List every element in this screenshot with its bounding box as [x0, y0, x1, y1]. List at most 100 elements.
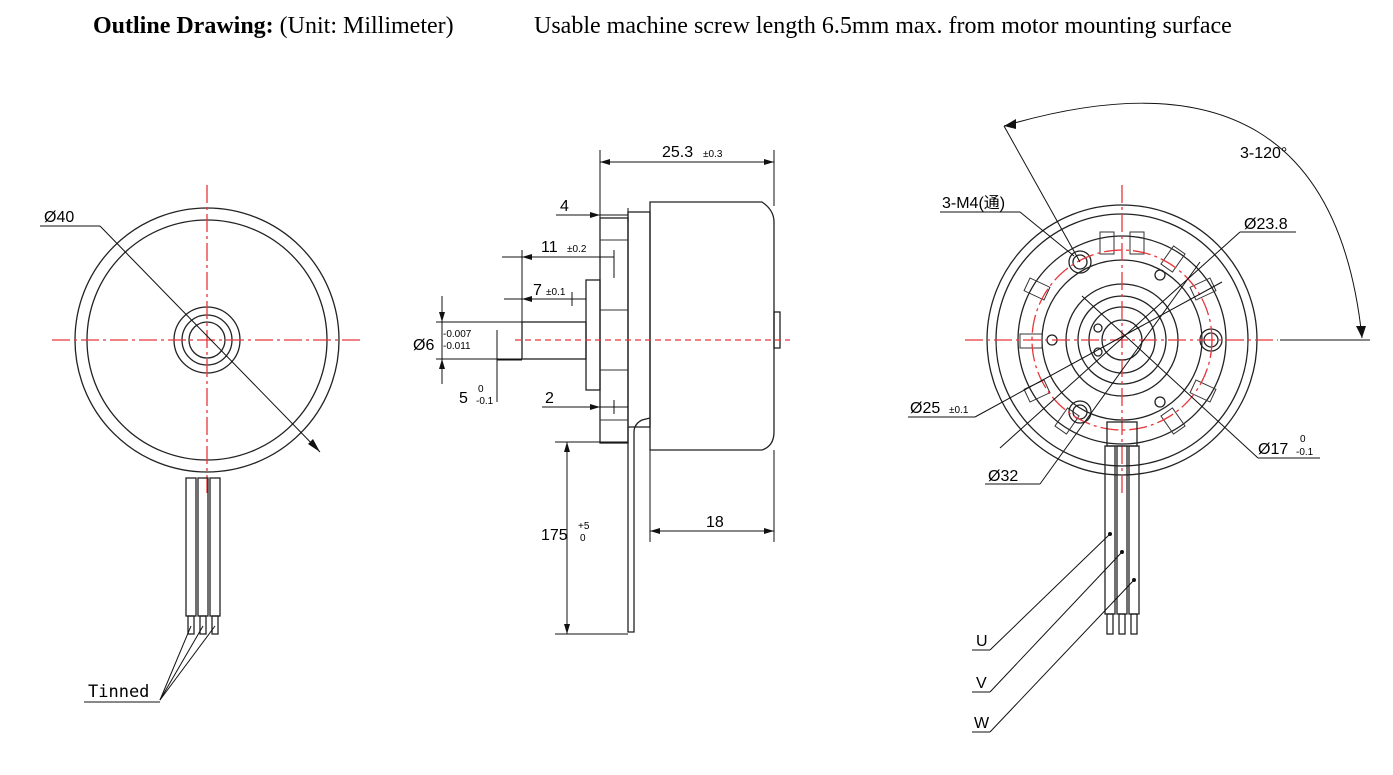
mount-hole-1	[1068, 250, 1092, 274]
dim-6-arrow-bottom	[439, 359, 445, 369]
stator-slot-2	[1129, 231, 1145, 255]
dim-175-tol-upper: +5	[578, 521, 590, 532]
dim-4-value: 4	[560, 198, 569, 215]
dim-175-value: 175	[541, 527, 568, 544]
dia-23-8-leader	[999, 231, 1241, 449]
dim-175-arrow-top	[564, 442, 570, 452]
dim-11-tol: ±0.2	[567, 244, 587, 255]
stator-slot-8	[1019, 333, 1043, 349]
wire-w-dot	[1132, 578, 1136, 582]
stator-slot-1	[1099, 231, 1115, 255]
front-wire-tip-3	[211, 615, 219, 635]
side-rear-boss	[773, 311, 781, 349]
dim-6-tol-lower: -0.011	[443, 341, 471, 352]
dim-6-arrow-top	[439, 312, 445, 322]
tinned-leader-2	[159, 625, 204, 701]
wire-u-label: U	[976, 633, 988, 650]
front-wire-1	[185, 477, 197, 617]
dia-17-tol-lower: -0.1	[1296, 447, 1314, 458]
dia-17-tol-upper: 0	[1300, 434, 1306, 445]
dim-7-tol: ±0.1	[546, 287, 566, 298]
rear-wire-tip-u	[1106, 613, 1114, 635]
dim-11-arrow	[522, 254, 532, 260]
dim-6-tol-upper: -0.007	[443, 329, 472, 340]
stator-slot-7	[1023, 277, 1051, 301]
angle-arc	[1003, 102, 1363, 339]
front-wire-tip-2	[199, 615, 207, 635]
stator-slot-10	[1054, 407, 1080, 435]
hub-hole-2	[1093, 347, 1103, 357]
dia-23-8-label: Ø23.8	[1244, 216, 1288, 233]
header-title: Outline Drawing: (Unit: Millimeter)	[93, 13, 454, 40]
dim-6-value: Ø6	[413, 337, 434, 354]
wire-w-label: W	[974, 715, 990, 732]
dim-7-arrow	[522, 296, 532, 302]
side-view: 25.3 ±0.3 4 11 ±0.2 7 ±0.1 Ø6 -0.007 -0.…	[413, 144, 790, 635]
dia-32-leader	[1039, 261, 1201, 485]
dim-175-arrow-bottom	[564, 624, 570, 634]
hub-hole-1	[1093, 323, 1103, 333]
dia-32-label: Ø32	[988, 468, 1018, 485]
wire-v-label: V	[976, 675, 987, 692]
dia-25-tol: ±0.1	[949, 405, 969, 416]
dia-17-leader	[1081, 295, 1259, 459]
header-title-bold: Outline Drawing:	[93, 13, 274, 39]
dia-25-leader	[974, 281, 1223, 418]
dim-18-arrow-l	[650, 528, 660, 534]
front-wire-2	[197, 477, 209, 617]
dim-4-arrow	[590, 212, 600, 218]
angle-ext-line-1	[1003, 125, 1081, 263]
rear-wire-tip-w	[1130, 613, 1138, 635]
front-view: Ø40 Tinned	[40, 185, 362, 703]
m4-label: 3-M4(通)	[942, 194, 1005, 212]
front-shaft	[188, 321, 226, 359]
angle-arrow-start	[1004, 119, 1016, 129]
dim-11-value: 11	[541, 239, 558, 256]
front-dia-arrow	[308, 439, 320, 452]
tinned-label: Tinned	[88, 682, 149, 702]
angle-label: 3-120°	[1240, 145, 1287, 162]
front-wire-3	[209, 477, 221, 617]
dim-175-tol-lower: 0	[580, 533, 586, 544]
dim-5-tol-upper: 0	[478, 384, 484, 395]
dia-17-label: Ø17	[1258, 441, 1288, 458]
dim-5-tol-lower: -0.1	[476, 396, 494, 407]
dim-25-3-value: 25.3	[662, 144, 693, 161]
rear-wire-tip-v	[1118, 613, 1126, 635]
wire-u-dot	[1108, 532, 1112, 536]
side-motor-body	[649, 201, 775, 451]
wire-v-dot	[1120, 550, 1124, 554]
small-hole-1	[1154, 269, 1166, 281]
side-flange-plate	[627, 211, 651, 428]
front-dia-leader	[99, 225, 321, 453]
wire-u-leader	[989, 533, 1111, 651]
dia-25-label: Ø25	[910, 400, 940, 417]
drawing-header: Outline Drawing: (Unit: Millimeter) Usab…	[0, 10, 1393, 44]
wire-w-leader	[989, 579, 1135, 733]
dim-25-3-tol: ±0.3	[703, 149, 723, 160]
side-lead-wire	[627, 417, 651, 633]
wire-v-leader	[989, 551, 1123, 693]
rear-wire-u	[1104, 445, 1116, 615]
tinned-leader-3	[159, 625, 216, 701]
small-hole-3	[1154, 396, 1166, 408]
header-note: Usable machine screw length 6.5mm max. f…	[534, 13, 1232, 39]
dim-2-arrow	[590, 404, 600, 410]
dim-18-value: 18	[706, 514, 724, 531]
dim-18-arrow-r	[764, 528, 774, 534]
rear-view: 3-120° 3-M4(通) Ø23.8 Ø25 ±0.1 Ø17 0 -0.1…	[908, 102, 1370, 733]
stator-slot-5	[1189, 379, 1217, 403]
dim-2-value: 2	[545, 390, 554, 407]
front-diameter-label: Ø40	[44, 209, 74, 226]
stator-slot-3	[1160, 245, 1186, 273]
angle-arrow-end	[1356, 326, 1366, 338]
stator-slot-6	[1160, 407, 1186, 435]
dim-7-value: 7	[533, 282, 542, 299]
rear-wire-w	[1128, 445, 1140, 615]
stator-slot-4	[1189, 277, 1217, 301]
m4-leader	[1019, 211, 1075, 257]
tinned-leader-1	[159, 625, 192, 701]
header-unit: (Unit: Millimeter)	[279, 13, 454, 39]
dim-25-3-arrow-r	[764, 159, 774, 165]
